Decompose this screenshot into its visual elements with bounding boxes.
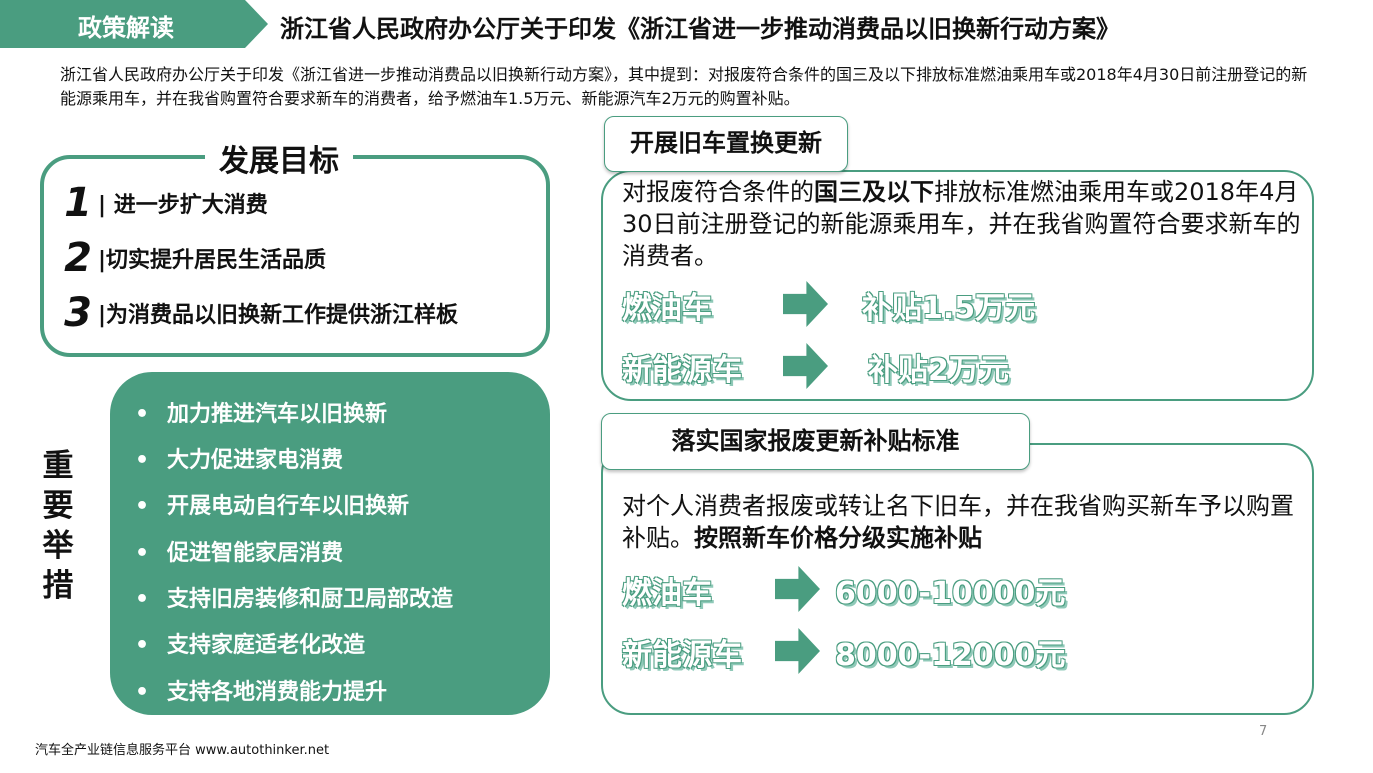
measure-text: 支持旧房装修和厨卫局部改造 xyxy=(167,587,454,612)
text-bold: 国三及以下 xyxy=(814,178,934,206)
goal-item: 1| 进一步扩大消费 xyxy=(62,180,268,226)
subsidy-standard-tab: 落实国家报废更新补贴标准 xyxy=(601,413,1030,470)
page-title: 浙江省人民政府办公厅关于印发《浙江省进一步推动消费品以旧换新行动方案》 xyxy=(280,15,1120,43)
text: 排放标准燃油乘用车或2018年4月30日前注册登记的新能源乘用车，并在我省购置符… xyxy=(622,178,1301,270)
goal-text: |切实提升居民生活品质 xyxy=(98,248,327,273)
row-value: 6000-10000元 xyxy=(835,576,1066,611)
replacement-panel xyxy=(601,170,1314,401)
measure-item: • 加力推进汽车以旧换新 xyxy=(135,396,387,428)
measure-item: • 支持旧房装修和厨卫局部改造 xyxy=(135,581,453,613)
row-label: 燃油车 xyxy=(622,576,712,611)
text: 对报废符合条件的 xyxy=(622,178,814,206)
row-value: 8000-12000元 xyxy=(835,638,1066,673)
goal-text: |为消费品以旧换新工作提供浙江样板 xyxy=(98,303,459,328)
goal-item: 3|为消费品以旧换新工作提供浙江样板 xyxy=(62,290,458,336)
measure-text: 支持家庭适老化改造 xyxy=(167,633,366,658)
measure-text: 加力推进汽车以旧换新 xyxy=(167,402,388,427)
bullet: • xyxy=(135,541,150,566)
replacement-text: 对报废符合条件的国三及以下排放标准燃油乘用车或2018年4月30日前注册登记的新… xyxy=(622,176,1302,272)
replacement-panel-tab: 开展旧车置换更新 xyxy=(604,116,848,172)
section-tag-label: 政策解读 xyxy=(78,14,174,42)
bullet: • xyxy=(135,402,150,427)
goal-number: 1 xyxy=(64,180,92,226)
goal-item: 2|切实提升居民生活品质 xyxy=(62,235,326,281)
measure-item: • 开展电动自行车以旧换新 xyxy=(135,488,409,520)
bullet: • xyxy=(135,633,150,658)
row-label: 燃油车 xyxy=(622,291,712,326)
bullet: • xyxy=(135,448,150,473)
goal-number: 3 xyxy=(64,290,92,336)
row-value: 补贴1.5万元 xyxy=(862,291,1036,326)
bullet: • xyxy=(135,494,150,519)
goals-title: 发展目标 xyxy=(205,136,353,180)
subsidy-standard-text: 对个人消费者报废或转让名下旧车，并在我省购买新车予以购置补贴。按照新车价格分级实… xyxy=(622,490,1302,554)
measure-item: • 促进智能家居消费 xyxy=(135,535,343,567)
section-tag: 政策解读 xyxy=(0,0,268,48)
intro-paragraph: 浙江省人民政府办公厅关于印发《浙江省进一步推动消费品以旧换新行动方案》，其中提到… xyxy=(60,65,1308,108)
measure-text: 大力促进家电消费 xyxy=(167,448,344,473)
measure-text: 支持各地消费能力提升 xyxy=(167,680,388,705)
measure-item: • 大力促进家电消费 xyxy=(135,442,343,474)
footer-text: 汽车全产业链信息服务平台 www.autothinker.net xyxy=(35,743,330,758)
measure-text: 开展电动自行车以旧换新 xyxy=(167,494,410,519)
measure-text: 促进智能家居消费 xyxy=(167,541,344,566)
measures-title: 重要举措 xyxy=(42,448,74,604)
row-value: 补贴2万元 xyxy=(868,353,1009,388)
goal-number: 2 xyxy=(64,235,92,281)
page-number: 7 xyxy=(1259,724,1268,739)
row-label: 新能源车 xyxy=(622,638,742,673)
text-bold: 按照新车价格分级实施补贴 xyxy=(694,524,982,552)
text: 对个人消费者报废或转让名下旧车，并在我省购买新车予以购置补贴。 xyxy=(622,492,1294,552)
measure-item: • 支持家庭适老化改造 xyxy=(135,627,365,659)
row-label: 新能源车 xyxy=(622,353,742,388)
measure-item: • 支持各地消费能力提升 xyxy=(135,674,387,706)
goal-text: | 进一步扩大消费 xyxy=(98,193,268,218)
bullet: • xyxy=(135,587,150,612)
bullet: • xyxy=(135,680,150,705)
measures-box xyxy=(110,372,550,715)
